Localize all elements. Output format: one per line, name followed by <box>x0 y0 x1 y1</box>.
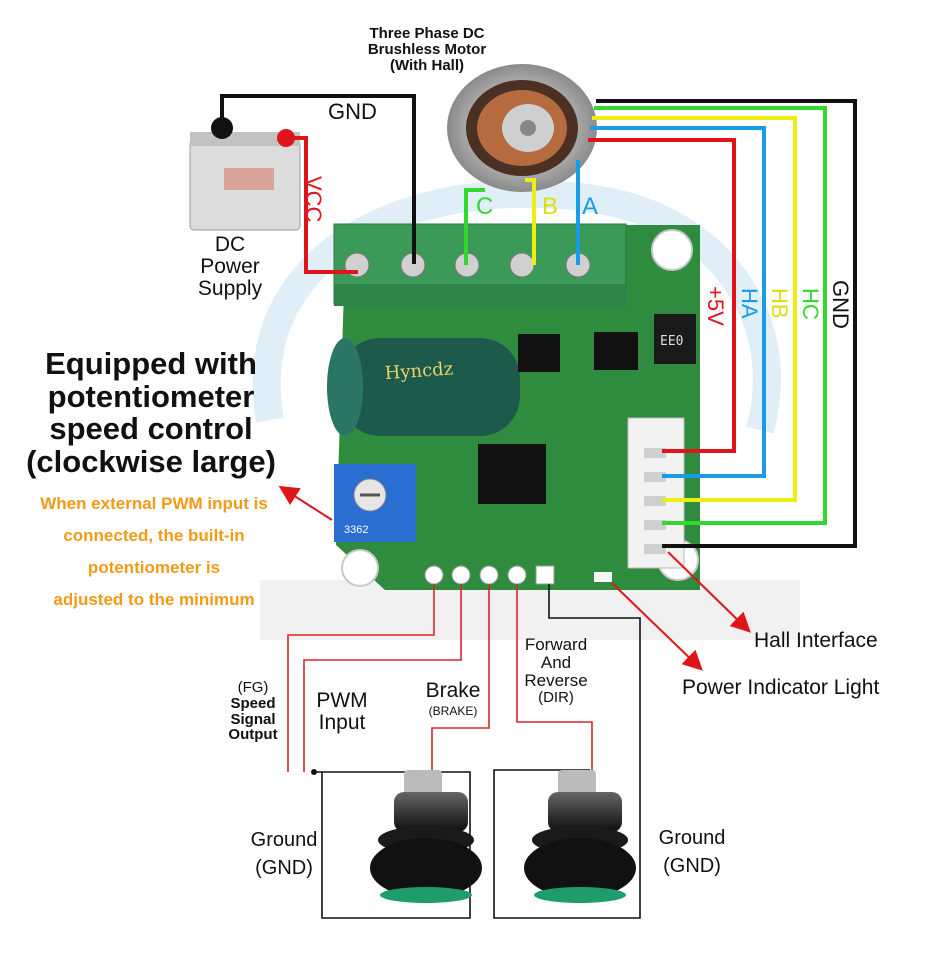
phase-b-wire <box>525 178 536 265</box>
hall-5v-wire <box>588 138 736 453</box>
battery-icon <box>189 117 301 231</box>
motor-title-line1: Three Phase DC <box>369 25 485 42</box>
power-indicator-arrow <box>611 582 703 671</box>
fg-signal-wire <box>287 584 435 772</box>
watermark-swoosh <box>252 179 781 434</box>
feature-note-line4: adjusted to the minimum <box>53 590 255 609</box>
ground-right-label: Ground (GND) <box>644 824 740 880</box>
potentiometer-arrow <box>278 485 333 521</box>
brake-label: Brake (BRAKE) <box>408 679 498 719</box>
brake-push-button <box>370 770 482 903</box>
fg-line4: Output <box>228 726 278 744</box>
hall-5v-label: +5V <box>703 286 728 326</box>
ground-left-line2: (GND) <box>255 857 313 879</box>
dir-line1: Forward <box>524 635 588 654</box>
ground-loop-right <box>493 584 641 919</box>
ground-right-line1: Ground <box>658 827 726 849</box>
power-indicator-label: Power Indicator Light <box>682 676 880 699</box>
phase-c-wire <box>464 188 485 265</box>
hall-interface-arrow <box>667 551 751 633</box>
hall-ha-wire <box>590 126 766 478</box>
hall-ha-label: HA <box>737 288 762 319</box>
feature-line1: Equipped with <box>45 346 257 381</box>
brake-signal-wire <box>431 584 490 778</box>
power-supply-line3: Supply <box>197 277 263 301</box>
phase-b-label: B <box>542 193 559 220</box>
motor-icon <box>447 64 597 192</box>
hall-hc-label: HC <box>798 288 823 320</box>
motor-title-line2: Brushless Motor <box>367 40 487 58</box>
brake-line2: (BRAKE) <box>428 704 478 719</box>
hall-interface-label: Hall Interface <box>754 629 878 652</box>
power-vcc-label: VCC <box>301 176 326 223</box>
feature-note-line2: connected, the built-in <box>63 526 245 545</box>
controller-board: Hyncdz EE0 3362 <box>327 223 700 590</box>
motor-title: Three Phase DC Brushless Motor (With Hal… <box>352 26 502 73</box>
feature-headline: Equipped with potentiometer speed contro… <box>8 346 294 479</box>
hall-gnd-label: GND <box>828 280 853 329</box>
svg-text:EE0: EE0 <box>660 334 683 349</box>
feature-line2: potentiometer <box>47 378 255 414</box>
hall-gnd-wire <box>596 99 857 548</box>
hall-hb-wire <box>592 116 797 502</box>
svg-text:Hyncdz: Hyncdz <box>384 358 454 384</box>
feature-line4: (clockwise large) <box>26 443 276 479</box>
hall-hb-label: HB <box>767 288 792 319</box>
dir-signal-wire <box>516 584 593 778</box>
pwm-signal-wire <box>303 584 462 772</box>
power-supply-line1: DC <box>214 233 246 256</box>
ground-left-label: Ground (GND) <box>236 826 332 882</box>
pwm-line1: PWM <box>316 689 368 712</box>
fg-signal-label: (FG) Speed Signal Output <box>220 680 286 743</box>
ground-right-line2: (GND) <box>663 855 721 877</box>
dir-line4: (DIR) <box>538 688 574 706</box>
feature-note-line3: potentiometer is <box>87 558 221 577</box>
brake-line1: Brake <box>425 679 481 702</box>
dir-push-button <box>524 770 636 903</box>
vcc-power-wire <box>286 136 358 274</box>
svg-text:3362: 3362 <box>344 524 368 536</box>
phase-a-label: A <box>582 193 599 220</box>
hall-hc-wire <box>594 106 827 525</box>
phase-c-label: C <box>476 193 494 220</box>
fg-line1: (FG) <box>237 679 269 696</box>
fg-line2: Speed <box>230 694 276 712</box>
power-supply-line2: Power <box>200 255 260 279</box>
feature-note-line1: When external PWM input is <box>40 494 268 513</box>
pwm-input-label: PWM Input <box>304 689 380 735</box>
power-supply-label: DC Power Supply <box>180 233 280 301</box>
gnd-power-wire <box>220 94 416 264</box>
pwm-line2: Input <box>318 711 366 735</box>
feature-line3: speed control <box>49 411 253 447</box>
fg-line3: Signal <box>230 710 276 728</box>
ground-left-line1: Ground <box>250 829 318 851</box>
dir-label: Forward And Reverse (DIR) <box>506 636 606 705</box>
motor-title-line3: (With Hall) <box>389 56 465 74</box>
dir-line3: Reverse <box>524 670 588 690</box>
dir-line2: And <box>540 652 572 672</box>
feature-note: When external PWM input is connected, th… <box>8 488 300 616</box>
power-gnd-label: GND <box>328 99 377 124</box>
